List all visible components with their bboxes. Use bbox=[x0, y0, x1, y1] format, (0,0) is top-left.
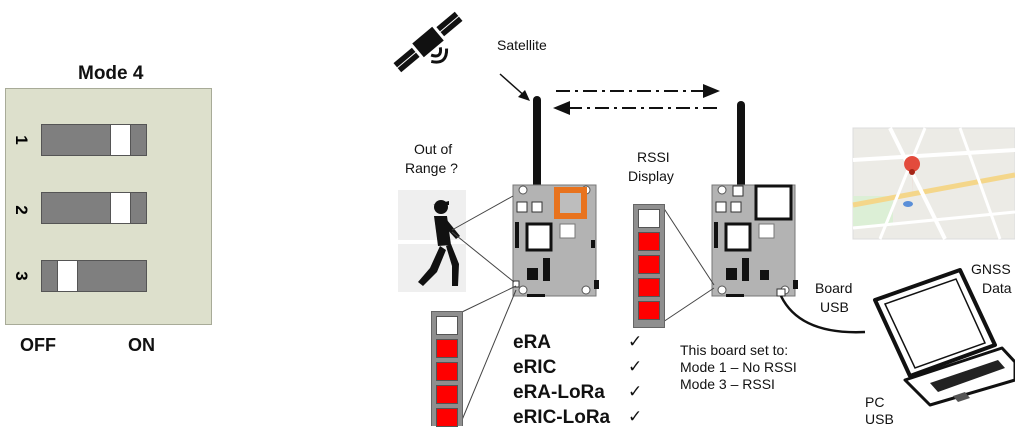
switch-knob-3[interactable] bbox=[57, 261, 78, 291]
board-setting-line2: Mode 1 – No RSSI bbox=[680, 359, 797, 375]
checkmark-icon: ✓ bbox=[628, 357, 643, 376]
rssi-cell bbox=[436, 316, 458, 335]
gnss-label-line2: Data bbox=[982, 280, 1012, 296]
on-label: ON bbox=[128, 335, 155, 355]
switch-knob-1[interactable] bbox=[110, 125, 131, 155]
mode-title: Mode 4 bbox=[78, 63, 144, 84]
switch-track-3[interactable] bbox=[41, 260, 147, 292]
out-of-range-label-line1: Out of bbox=[414, 141, 453, 157]
switch-track-1[interactable] bbox=[41, 124, 147, 156]
board-setting-line1: This board set to: bbox=[680, 342, 789, 358]
rssi-cell bbox=[638, 278, 660, 297]
switch-knob-2[interactable] bbox=[110, 193, 131, 223]
map-image bbox=[852, 127, 1015, 240]
rssi-cell bbox=[436, 408, 458, 427]
link-arrow-right bbox=[556, 84, 720, 98]
rssi-label-line2: Display bbox=[628, 168, 674, 184]
out-of-range-label-line2: Range ? bbox=[405, 160, 458, 176]
checkmark-icon: ✓ bbox=[628, 382, 643, 401]
module-name: eRIC bbox=[513, 357, 557, 378]
board-left bbox=[512, 184, 599, 297]
pc-usb-label-line1: PC bbox=[865, 394, 885, 410]
rssi-cell bbox=[638, 255, 660, 274]
satellite-label: Satellite bbox=[497, 37, 547, 53]
gnss-label-line1: GNSS bbox=[971, 261, 1011, 277]
rssi-cell bbox=[436, 385, 458, 404]
rssi-display-main bbox=[633, 204, 665, 328]
off-label: OFF bbox=[20, 335, 56, 355]
board-usb-label-line1: Board bbox=[815, 280, 853, 296]
rssi-display-small bbox=[431, 311, 463, 427]
switch-track-2[interactable] bbox=[41, 192, 147, 224]
map-pin-icon bbox=[904, 156, 921, 195]
board-usb-label-line2: USB bbox=[820, 299, 849, 315]
link-arrow-left bbox=[553, 101, 720, 115]
module-name: eRIC-LoRa bbox=[513, 407, 611, 428]
pc-usb-label-line2: USB bbox=[865, 411, 894, 427]
board-right bbox=[711, 184, 798, 297]
laptop-icon bbox=[873, 268, 1015, 407]
board-setting-line3: Mode 3 – RSSI bbox=[680, 376, 775, 392]
rssi-cell bbox=[638, 301, 660, 320]
satellite-icon bbox=[393, 11, 463, 73]
checkmark-icon: ✓ bbox=[628, 332, 643, 351]
walking-person-icon bbox=[398, 190, 466, 292]
usb-cable bbox=[779, 295, 866, 334]
module-name: eRA bbox=[513, 332, 552, 353]
checkmark-icon: ✓ bbox=[628, 407, 643, 426]
rssi-cell bbox=[436, 362, 458, 381]
module-name: eRA-LoRa bbox=[513, 382, 605, 403]
rssi-cell bbox=[638, 232, 660, 251]
rssi-cell bbox=[638, 209, 660, 228]
rssi-label-line1: RSSI bbox=[637, 149, 670, 165]
satellite-arrow bbox=[499, 73, 530, 101]
rssi-cell bbox=[436, 339, 458, 358]
